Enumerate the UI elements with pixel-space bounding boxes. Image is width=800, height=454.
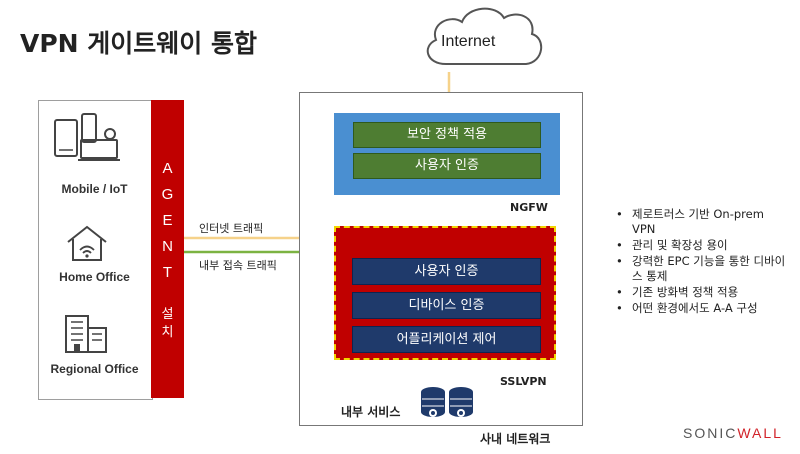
agent-letter: A bbox=[162, 160, 173, 177]
install-label-char: 설 bbox=[161, 307, 174, 322]
ngfw-user-auth-bar: 사용자 인증 bbox=[353, 153, 541, 179]
feature-item: 관리 및 확장성 용이 bbox=[610, 238, 790, 253]
home-office-label: Home Office bbox=[59, 270, 130, 284]
feature-list: 제로트러스 기반 On-prem VPN 관리 및 확장성 용이 강력한 EPC… bbox=[610, 207, 790, 317]
page-title: VPN 게이트웨이 통합 bbox=[20, 29, 258, 58]
app-control-bar: 어플리케이션 제어 bbox=[352, 326, 541, 353]
mobile-iot-label: Mobile / IoT bbox=[61, 182, 128, 196]
sonicwall-logo: SONICWALL bbox=[683, 425, 783, 441]
agent-install-bar: A G E N T 설 치 bbox=[151, 100, 184, 398]
security-policy-bar: 보안 정책 적용 bbox=[353, 122, 541, 148]
logo-part1: SONIC bbox=[683, 425, 738, 441]
mobile-devices-icon bbox=[54, 113, 120, 161]
sslvpn-label: SSLVPN bbox=[500, 375, 547, 388]
internal-network-label: 사내 네트워크 bbox=[480, 432, 551, 446]
install-label-char: 치 bbox=[161, 325, 174, 340]
sslvpn-user-auth-bar: 사용자 인증 bbox=[352, 258, 541, 285]
internal-service-label: 내부 서비스 bbox=[341, 405, 401, 419]
feature-item: 제로트러스 기반 On-prem VPN bbox=[610, 207, 790, 237]
device-auth-bar: 디바이스 인증 bbox=[352, 292, 541, 319]
office-building-icon bbox=[65, 315, 107, 353]
feature-item: 강력한 EPC 기능을 통한 디바이스 통제 bbox=[610, 254, 790, 284]
internet-cloud-icon bbox=[426, 7, 542, 65]
regional-office-label: Regional Office bbox=[50, 362, 139, 376]
logo-part2: WALL bbox=[737, 425, 783, 441]
home-wifi-icon bbox=[67, 225, 107, 261]
ngfw-label: NGFW bbox=[510, 201, 548, 214]
agent-letter: T bbox=[162, 264, 173, 281]
device-panel bbox=[38, 100, 153, 400]
agent-letter: G bbox=[161, 186, 174, 203]
agent-letter: E bbox=[162, 212, 173, 229]
feature-item: 어떤 환경에서도 A-A 구성 bbox=[610, 301, 790, 316]
internet-traffic-label: 인터넷 트래픽 bbox=[199, 222, 264, 235]
internal-traffic-label: 내부 접속 트래픽 bbox=[199, 259, 277, 272]
agent-letter: N bbox=[162, 238, 173, 255]
internet-label: Internet bbox=[441, 33, 496, 50]
server-database-icon bbox=[421, 387, 473, 417]
feature-item: 기존 방화벽 정책 적용 bbox=[610, 285, 790, 300]
